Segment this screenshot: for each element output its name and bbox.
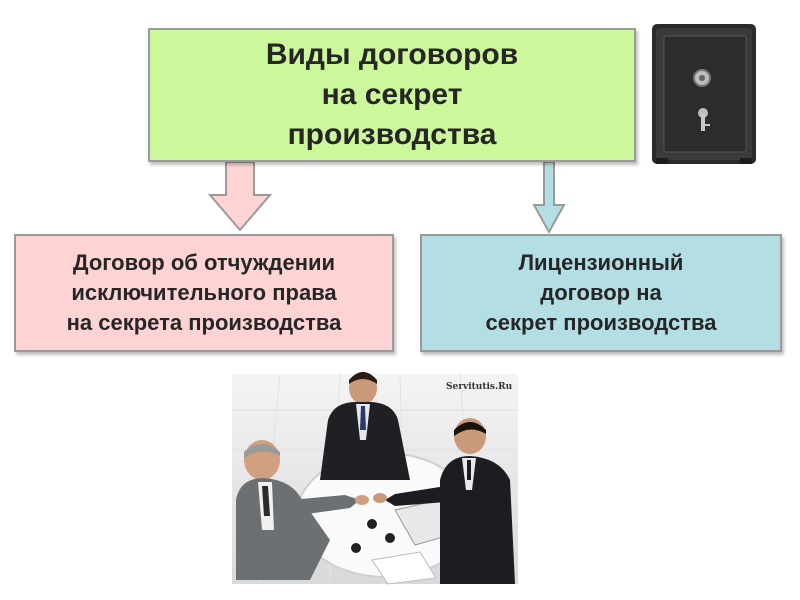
arrow-to-left-item — [207, 161, 273, 232]
alienation-agreement-label: Договор об отчуждении исключительного пр… — [66, 250, 342, 335]
diagram-title: Виды договоров на секрет производства — [265, 38, 519, 151]
alienation-agreement-box: Договор об отчуждении исключительного пр… — [14, 234, 394, 352]
arrow-to-right-item — [532, 161, 566, 235]
license-agreement-box: Лицензионный договор на секрет производс… — [420, 234, 782, 352]
license-agreement-label: Лицензионный договор на секрет производс… — [485, 250, 717, 335]
diagram-title-box: Виды договоров на секрет производства — [148, 28, 636, 162]
photo-watermark: Servitutis.Ru — [446, 382, 513, 392]
